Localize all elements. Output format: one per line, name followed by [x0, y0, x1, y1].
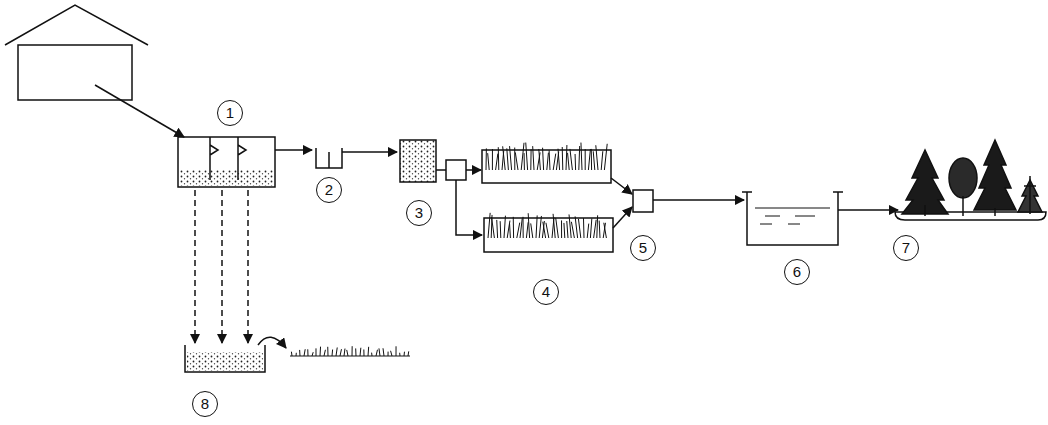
callout-number: 2 [316, 177, 342, 203]
flow-arrow [613, 207, 632, 228]
distribution-box [446, 160, 466, 180]
reed-bed [484, 218, 613, 252]
flow-arrow [653, 199, 744, 201]
callout-number: 5 [630, 235, 656, 261]
sludge-bed [185, 345, 265, 372]
flow-arrow [258, 337, 286, 348]
inflow-pipe [95, 85, 184, 137]
flow-arrow [456, 180, 482, 235]
callout-number: 4 [533, 279, 559, 305]
flow-arrow [611, 178, 632, 194]
filter-box [400, 140, 436, 182]
flow-arrow [838, 209, 898, 211]
house [5, 5, 148, 100]
reeds [486, 143, 607, 238]
trap [316, 148, 342, 168]
flow-arrow [342, 151, 397, 153]
pipe [436, 169, 446, 171]
sludge-pipes [195, 190, 248, 343]
septic-tank [178, 137, 275, 187]
collection-box [633, 190, 653, 212]
trees [895, 140, 1046, 220]
storage-pond [742, 192, 843, 245]
callout-number: 7 [893, 235, 919, 261]
callout-number: 1 [217, 100, 243, 126]
grass [291, 346, 408, 356]
callout-number: 8 [192, 391, 218, 417]
flow-arrow [466, 169, 481, 171]
flow-arrow [275, 149, 312, 151]
callout-number: 6 [784, 259, 810, 285]
callout-number: 3 [406, 200, 432, 226]
